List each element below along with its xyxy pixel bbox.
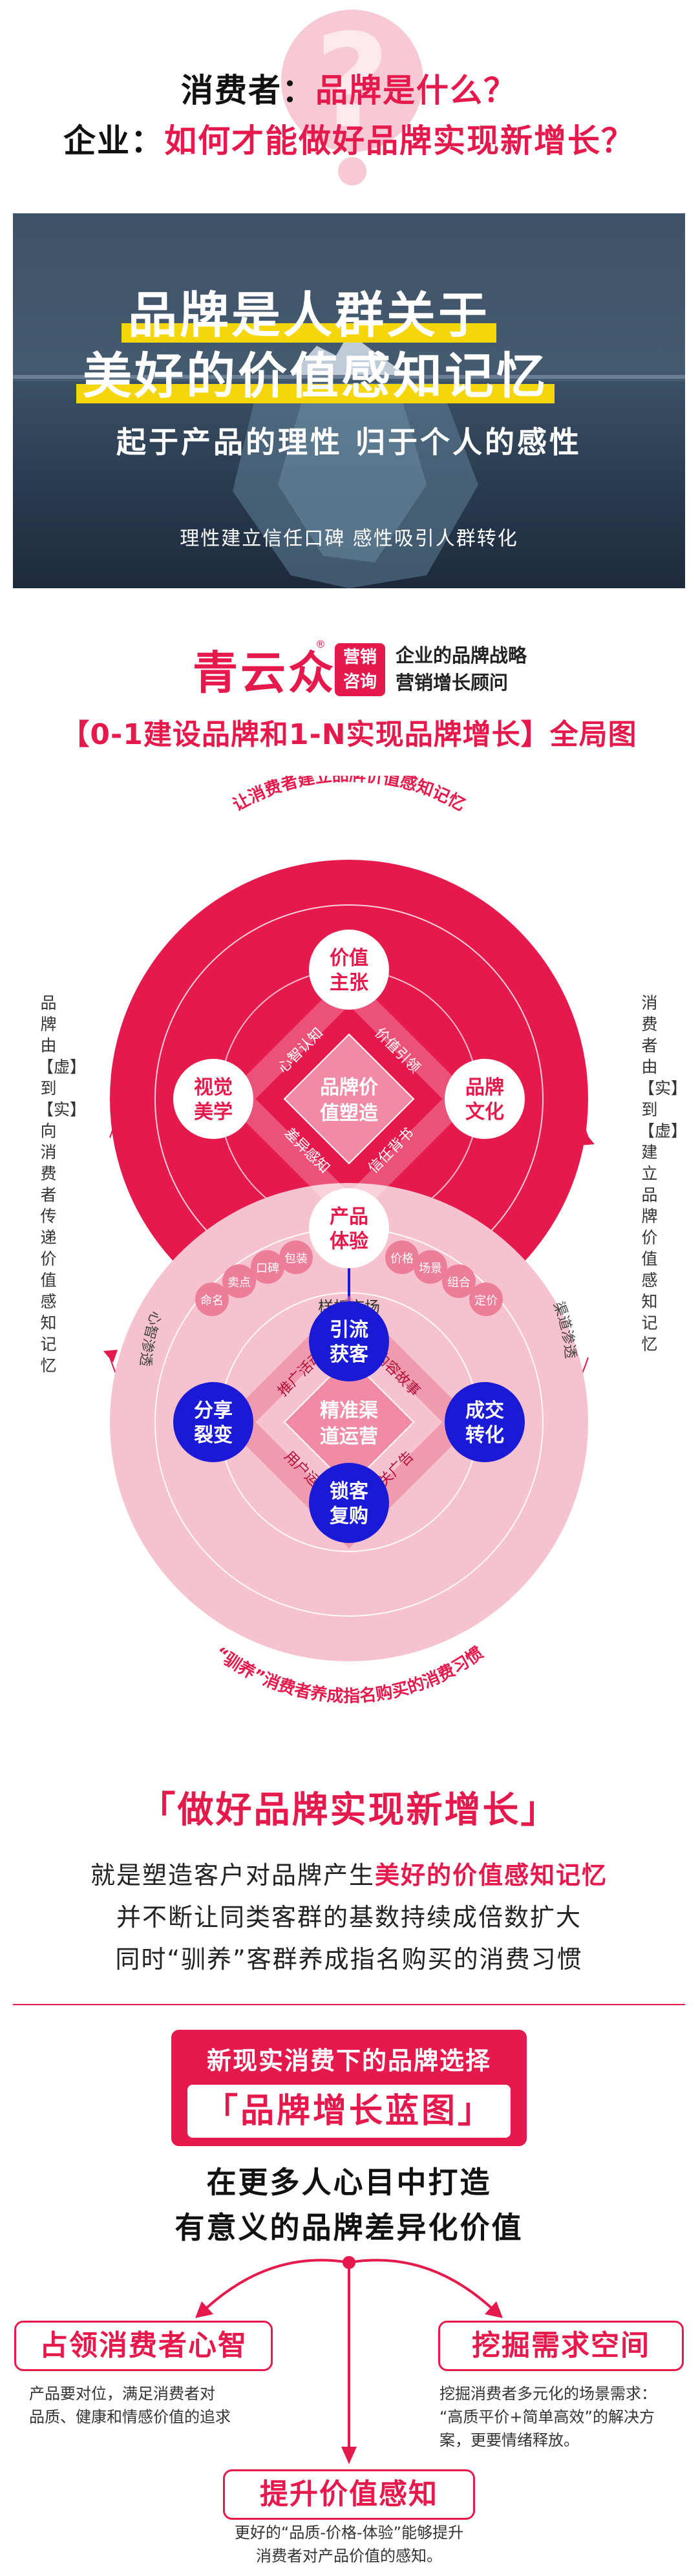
brand-growth-diagram: 让消费者建立品牌价值感知记忆 “驯养”消费者养成指名购买的消费习惯 品牌溢价·感… <box>0 776 698 1745</box>
question-header: ? 消费者：品牌是什么？ 企业：如何才能做好品牌实现新增长？ <box>0 0 698 194</box>
svg-text:文化: 文化 <box>465 1101 504 1123</box>
arc-top-label: 让消费者建立品牌价值感知记忆 <box>229 776 468 815</box>
svg-text:裂变: 裂变 <box>194 1424 233 1447</box>
pillar-right-title: 挖掘需求空间 <box>438 2321 684 2371</box>
svg-text:场景: 场景 <box>419 1262 442 1275</box>
svg-text:产品: 产品 <box>330 1206 368 1228</box>
pillar-bottom-title: 提升价值感知 <box>223 2469 475 2520</box>
question-line-1: 消费者：品牌是什么？ <box>0 65 698 111</box>
svg-text:价格: 价格 <box>390 1252 414 1266</box>
svg-text:价值: 价值 <box>330 947 368 970</box>
blueprint-box: 新现实消费下的品牌选择 「品牌增长蓝图」 <box>171 2030 527 2146</box>
ring-top-label: 品牌溢价·感性价值 <box>287 836 410 864</box>
svg-text:?: ? <box>315 6 390 157</box>
upper-center-line1: 品牌价 <box>320 1076 378 1099</box>
svg-text:主张: 主张 <box>330 972 368 994</box>
svg-text:口碑: 口碑 <box>256 1262 279 1275</box>
node-share-fission: 分享 裂变 <box>173 1382 253 1462</box>
banner-subline: 起于产品的理性 归于个人的感性 <box>116 425 582 460</box>
node-visual-aesthetics: 视觉 美学 <box>173 1059 253 1139</box>
node-value-proposition: 价值 主张 <box>309 930 389 1010</box>
blueprint-line-1: 在更多人心目中打造 <box>206 2165 492 2200</box>
brand-description: 企业的品牌战略 营销增长顾问 <box>396 644 527 694</box>
lower-center-line2: 道运营 <box>320 1425 378 1448</box>
node-product-experience: 产品 体验 <box>309 1188 389 1268</box>
node-conversion: 成交 转化 <box>445 1382 525 1462</box>
svg-text:命名: 命名 <box>200 1294 224 1308</box>
iceberg-illustration <box>13 213 685 588</box>
growth-line-2: 并不断让同类客群的基数持续成倍数扩大 <box>116 1903 582 1932</box>
consumer-label: 消费者： <box>181 72 315 109</box>
svg-text:获客: 获客 <box>330 1343 368 1366</box>
svg-text:分享: 分享 <box>194 1400 233 1422</box>
banner-headline-2: 美好的价值感知记忆 <box>76 336 555 407</box>
brand-line: 青云众 ® 营销 咨询 企业的品牌战略 营销增长顾问 <box>0 637 698 714</box>
touchpoints-right: 价格 场景 组合 定价 <box>385 1240 503 1316</box>
node-brand-culture: 品牌 文化 <box>445 1059 525 1139</box>
section-divider <box>13 2004 685 2005</box>
left-side-label: 品牌由【虚】到【实】向消费者传递价值感知记忆 <box>37 994 87 1375</box>
svg-text:定价: 定价 <box>474 1294 498 1308</box>
diagram-canvas: 让消费者建立品牌价值感知记忆 “驯养”消费者养成指名购买的消费习惯 品牌溢价·感… <box>103 776 595 1707</box>
touchpoints-left: 命名 卖点 口碑 包装 <box>195 1240 313 1316</box>
svg-text:品牌溢价·感性价值: 品牌溢价·感性价值 <box>287 836 410 864</box>
svg-text:锁客: 锁客 <box>330 1480 368 1503</box>
iceberg-banner: 品牌是人群关于 美好的价值感知记忆 起于产品的理性 归于个人的感性 理性建立信任… <box>13 213 685 588</box>
svg-text:体验: 体验 <box>330 1230 368 1253</box>
svg-text:视觉: 视觉 <box>194 1076 233 1099</box>
svg-text:引流: 引流 <box>330 1319 368 1341</box>
blueprint-top: 新现实消费下的品牌选择 <box>206 2047 491 2075</box>
upper-center-line2: 值塑造 <box>320 1102 378 1125</box>
growth-line-1: 就是塑造客户对品牌产生美好的价值感知记忆 <box>90 1861 608 1889</box>
lower-center-line1: 精准渠 <box>320 1400 378 1422</box>
map-title: 【0-1建设品牌和1-N实现品牌增长】全局图 <box>61 718 637 751</box>
svg-text:成交: 成交 <box>465 1400 504 1422</box>
svg-text:组合: 组合 <box>447 1276 471 1290</box>
pillar-bottom-desc: 更好的“品质-价格-体验”能够提升 消费者对产品价值的感知。 <box>234 2524 464 2565</box>
blueprint-arrows <box>195 2256 503 2464</box>
svg-text:品牌: 品牌 <box>465 1076 504 1099</box>
question-mark-icon: ? <box>281 6 423 186</box>
svg-text:美学: 美学 <box>194 1101 233 1123</box>
brand-tag: 营销 咨询 <box>335 643 385 696</box>
pillar-right-desc: 挖掘消费者多元化的场景需求： “高质平价+简单高效”的解决方 案，更要情绪释放。 <box>439 2385 657 2449</box>
svg-text:转化: 转化 <box>465 1424 504 1447</box>
consumer-question: 品牌是什么？ <box>315 72 517 109</box>
svg-text:复购: 复购 <box>330 1505 368 1528</box>
svg-text:卖点: 卖点 <box>227 1276 251 1290</box>
right-side-label: 消费者由【实】到【虚】建立品牌价值感知记忆 <box>639 994 688 1354</box>
node-acquire-customers: 引流 获客 <box>309 1301 389 1381</box>
banner-headline-1: 品牌是人群关于 <box>122 275 496 346</box>
blueprint-line-2: 有意义的品牌差异化价值 <box>174 2210 524 2245</box>
pillar-left-desc: 产品要对位，满足消费者对 品质、健康和情感价值的追求 <box>29 2385 231 2426</box>
node-lock-repurchase: 锁客 复购 <box>309 1463 389 1543</box>
pillar-left-title: 占领消费者心智 <box>14 2321 273 2371</box>
growth-title: 「做好品牌实现新增长」 <box>139 1789 559 1831</box>
enterprise-label: 企业： <box>63 122 164 160</box>
svg-text:让消费者建立品牌价值感知记忆: 让消费者建立品牌价值感知记忆 <box>229 776 468 815</box>
svg-text:包装: 包装 <box>284 1252 308 1266</box>
enterprise-question: 如何才能做好品牌实现新增长？ <box>164 122 635 160</box>
banner-footer: 理性建立信任口碑 感性吸引人群转化 <box>180 527 518 550</box>
blueprint-title: 「品牌增长蓝图」 <box>187 2085 511 2138</box>
brand-logo-text: 青云众 <box>193 646 336 699</box>
registered-mark: ® <box>315 638 326 650</box>
question-line-2: 企业：如何才能做好品牌实现新增长？ <box>0 115 698 162</box>
growth-line-3: 同时“驯养”客群养成指名购买的消费习惯 <box>115 1945 583 1974</box>
